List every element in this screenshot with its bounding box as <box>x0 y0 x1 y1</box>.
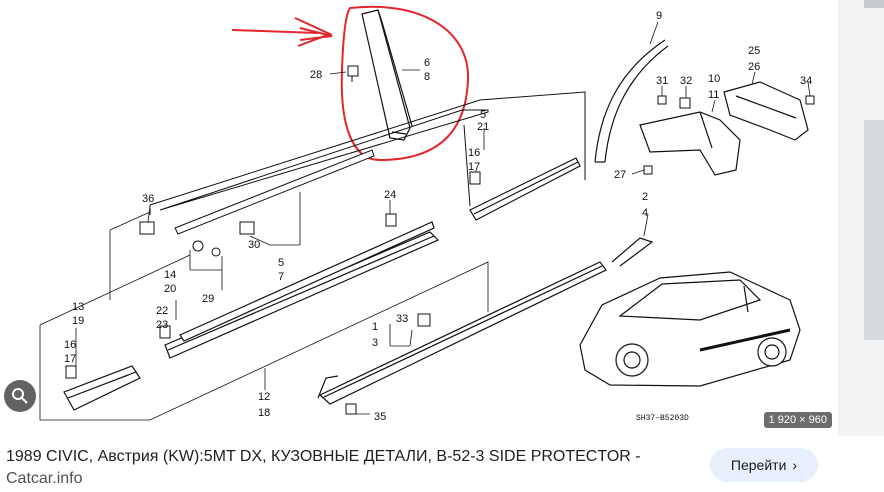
label-33: 33 <box>396 313 408 325</box>
car-silhouette <box>579 271 801 387</box>
label-12: 12 <box>258 391 270 403</box>
label-16b: 16 <box>64 339 76 351</box>
label-20: 20 <box>164 283 176 295</box>
clip-33 <box>417 313 431 327</box>
label-29: 29 <box>202 293 214 305</box>
clip-29a <box>192 240 204 252</box>
scrollbar-top <box>864 0 884 8</box>
label-34: 34 <box>800 75 812 87</box>
clip-35 <box>345 403 357 415</box>
clip-34 <box>805 95 815 105</box>
body-side-molding <box>164 221 440 359</box>
image-dimensions-badge: 1 920 × 960 <box>763 412 832 428</box>
lens-icon <box>12 388 28 404</box>
label-19: 19 <box>72 315 84 327</box>
label-21: 21 <box>477 121 489 133</box>
result-source[interactable]: Catcar.info <box>6 470 83 487</box>
diagram-code: SH37–B5203D <box>636 414 689 423</box>
clip-36 <box>139 221 155 235</box>
front-protector <box>63 365 141 411</box>
clip-27 <box>643 165 653 175</box>
visit-button[interactable]: Перейти › <box>710 448 818 482</box>
label-4: 4 <box>642 207 648 219</box>
label-24: 24 <box>384 189 396 201</box>
label-28: 28 <box>310 69 322 81</box>
wheel-arch-molding <box>594 39 669 163</box>
chevron-right-icon: › <box>792 457 798 473</box>
label-13: 13 <box>72 301 84 313</box>
label-10: 10 <box>708 73 720 85</box>
door-protector-rear <box>469 157 581 221</box>
label-7: 7 <box>278 271 284 283</box>
label-14: 14 <box>164 269 176 281</box>
clip-24 <box>385 213 397 227</box>
label-1: 1 <box>372 321 378 333</box>
sill-molding <box>318 261 607 405</box>
splash-guard <box>723 81 809 141</box>
parts-diagram: 9 25 26 34 31 32 10 11 27 2 4 28 6 8 5 2… <box>39 5 815 423</box>
result-title[interactable]: 1989 CIVIC, Австрия (KW):5MT DX, КУЗОВНЫ… <box>6 448 641 465</box>
clip-16-17a <box>469 171 481 185</box>
label-30: 30 <box>248 239 260 251</box>
label-11: 11 <box>708 89 719 101</box>
side-panel-strip <box>838 0 884 436</box>
label-32: 32 <box>680 75 692 87</box>
label-35: 35 <box>374 411 386 423</box>
clip-16-17b <box>65 365 77 379</box>
visit-button-label: Перейти <box>730 457 787 473</box>
clip-22-23 <box>159 325 171 339</box>
label-5b: 5 <box>278 257 284 269</box>
clip-29b <box>211 247 221 257</box>
label-17a: 17 <box>468 161 480 173</box>
label-27: 27 <box>614 169 626 181</box>
label-23: 23 <box>156 319 168 331</box>
result-caption[interactable]: 1989 CIVIC, Австрия (KW):5MT DX, КУЗОВНЫ… <box>6 446 696 490</box>
label-22: 22 <box>156 305 168 317</box>
lens-search-button[interactable] <box>4 380 36 412</box>
label-2: 2 <box>642 191 648 203</box>
clip-30 <box>239 221 255 235</box>
pillar-garnish-part <box>361 9 413 141</box>
result-image[interactable]: 9 25 26 34 31 32 10 11 27 2 4 28 6 8 5 2… <box>0 0 838 436</box>
label-31: 31 <box>656 75 668 87</box>
label-26: 26 <box>748 61 760 73</box>
label-6: 6 <box>424 57 430 69</box>
label-8: 8 <box>424 71 430 83</box>
label-25: 25 <box>748 45 760 57</box>
clip-31 <box>657 95 667 105</box>
label-5a: 5 <box>480 109 486 121</box>
label-16a: 16 <box>468 147 480 159</box>
label-3: 3 <box>372 337 378 349</box>
label-36: 36 <box>142 193 154 205</box>
mud-guard <box>639 111 741 176</box>
clip-28 <box>347 65 359 82</box>
red-highlight-annotation <box>231 5 470 162</box>
label-18: 18 <box>258 407 270 419</box>
scrollbar-thumb[interactable] <box>864 120 884 340</box>
label-9: 9 <box>656 10 662 22</box>
clip-32 <box>679 97 691 109</box>
label-17b: 17 <box>64 353 76 365</box>
